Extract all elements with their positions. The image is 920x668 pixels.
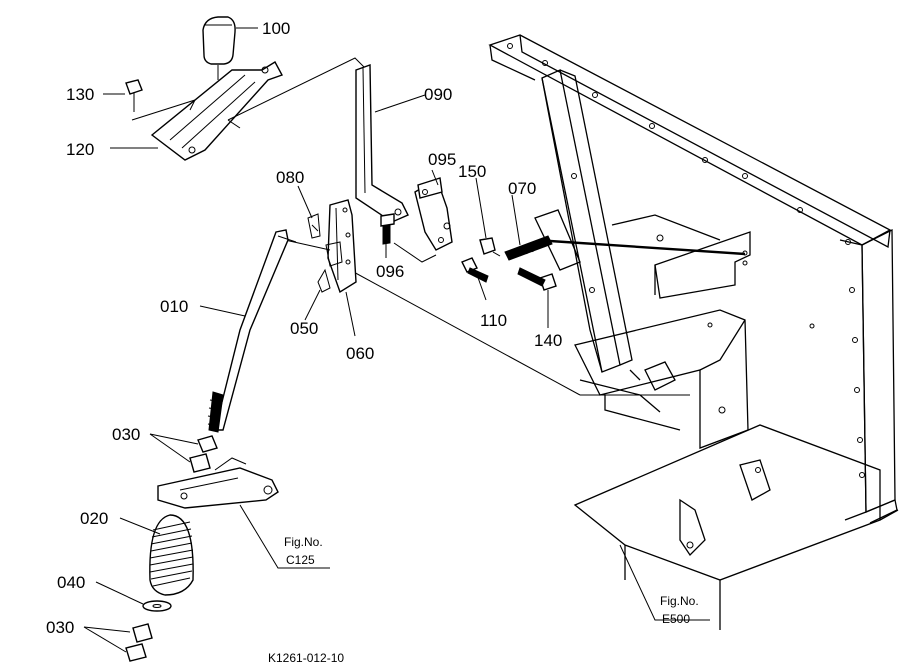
callout-140: 140 <box>534 331 562 350</box>
nut-150 <box>479 237 496 255</box>
callout-030-bottom: 030 <box>46 618 74 637</box>
callout-150: 150 <box>458 162 486 181</box>
fig-ref-1-number: C125 <box>286 553 315 567</box>
callout-095: 095 <box>428 150 456 169</box>
pin-050 <box>317 268 331 293</box>
fig-ref-2-number: E500 <box>662 612 690 626</box>
callout-090: 090 <box>424 85 452 104</box>
drawing-code: K1261-012-10 <box>268 651 344 665</box>
callout-100: 100 <box>262 19 290 38</box>
leader-lines <box>83 27 710 653</box>
pedal-lever-assembly <box>125 16 366 161</box>
pin-080 <box>307 213 321 239</box>
nuts-030-top <box>189 435 218 473</box>
callout-080: 080 <box>276 168 304 187</box>
fig-ref-1-prefix: Fig.No. <box>284 535 323 549</box>
callout-030-top: 030 <box>112 425 140 444</box>
bracket-095 <box>414 177 453 251</box>
callout-010: 010 <box>160 297 188 316</box>
callout-060: 060 <box>346 344 374 363</box>
fig-ref-2-prefix: Fig.No. <box>660 594 699 608</box>
bolt-096 <box>380 213 395 245</box>
nuts-030-bottom <box>125 623 153 662</box>
rod-090 <box>355 64 409 223</box>
bolt-110 <box>461 257 489 283</box>
arm-bracket <box>157 457 279 509</box>
callout-020: 020 <box>80 509 108 528</box>
callout-096: 096 <box>376 262 404 281</box>
callout-110: 110 <box>480 311 507 330</box>
frame-structure <box>349 34 899 630</box>
bracket-060 <box>325 199 357 294</box>
callout-040: 040 <box>57 573 85 592</box>
callout-050: 050 <box>290 319 318 338</box>
callout-130: 130 <box>66 85 94 104</box>
callout-labels: 100 130 120 090 080 095 150 070 096 010 … <box>46 19 562 637</box>
bolt-140 <box>517 267 557 291</box>
figure-references: Fig.No. C125 Fig.No. E500 <box>284 535 699 626</box>
spring-020 <box>149 514 194 596</box>
callout-070: 070 <box>508 179 536 198</box>
rod-010 <box>207 229 297 433</box>
spring-070 <box>492 235 746 261</box>
callout-120: 120 <box>66 140 94 159</box>
washer-040 <box>142 600 172 612</box>
